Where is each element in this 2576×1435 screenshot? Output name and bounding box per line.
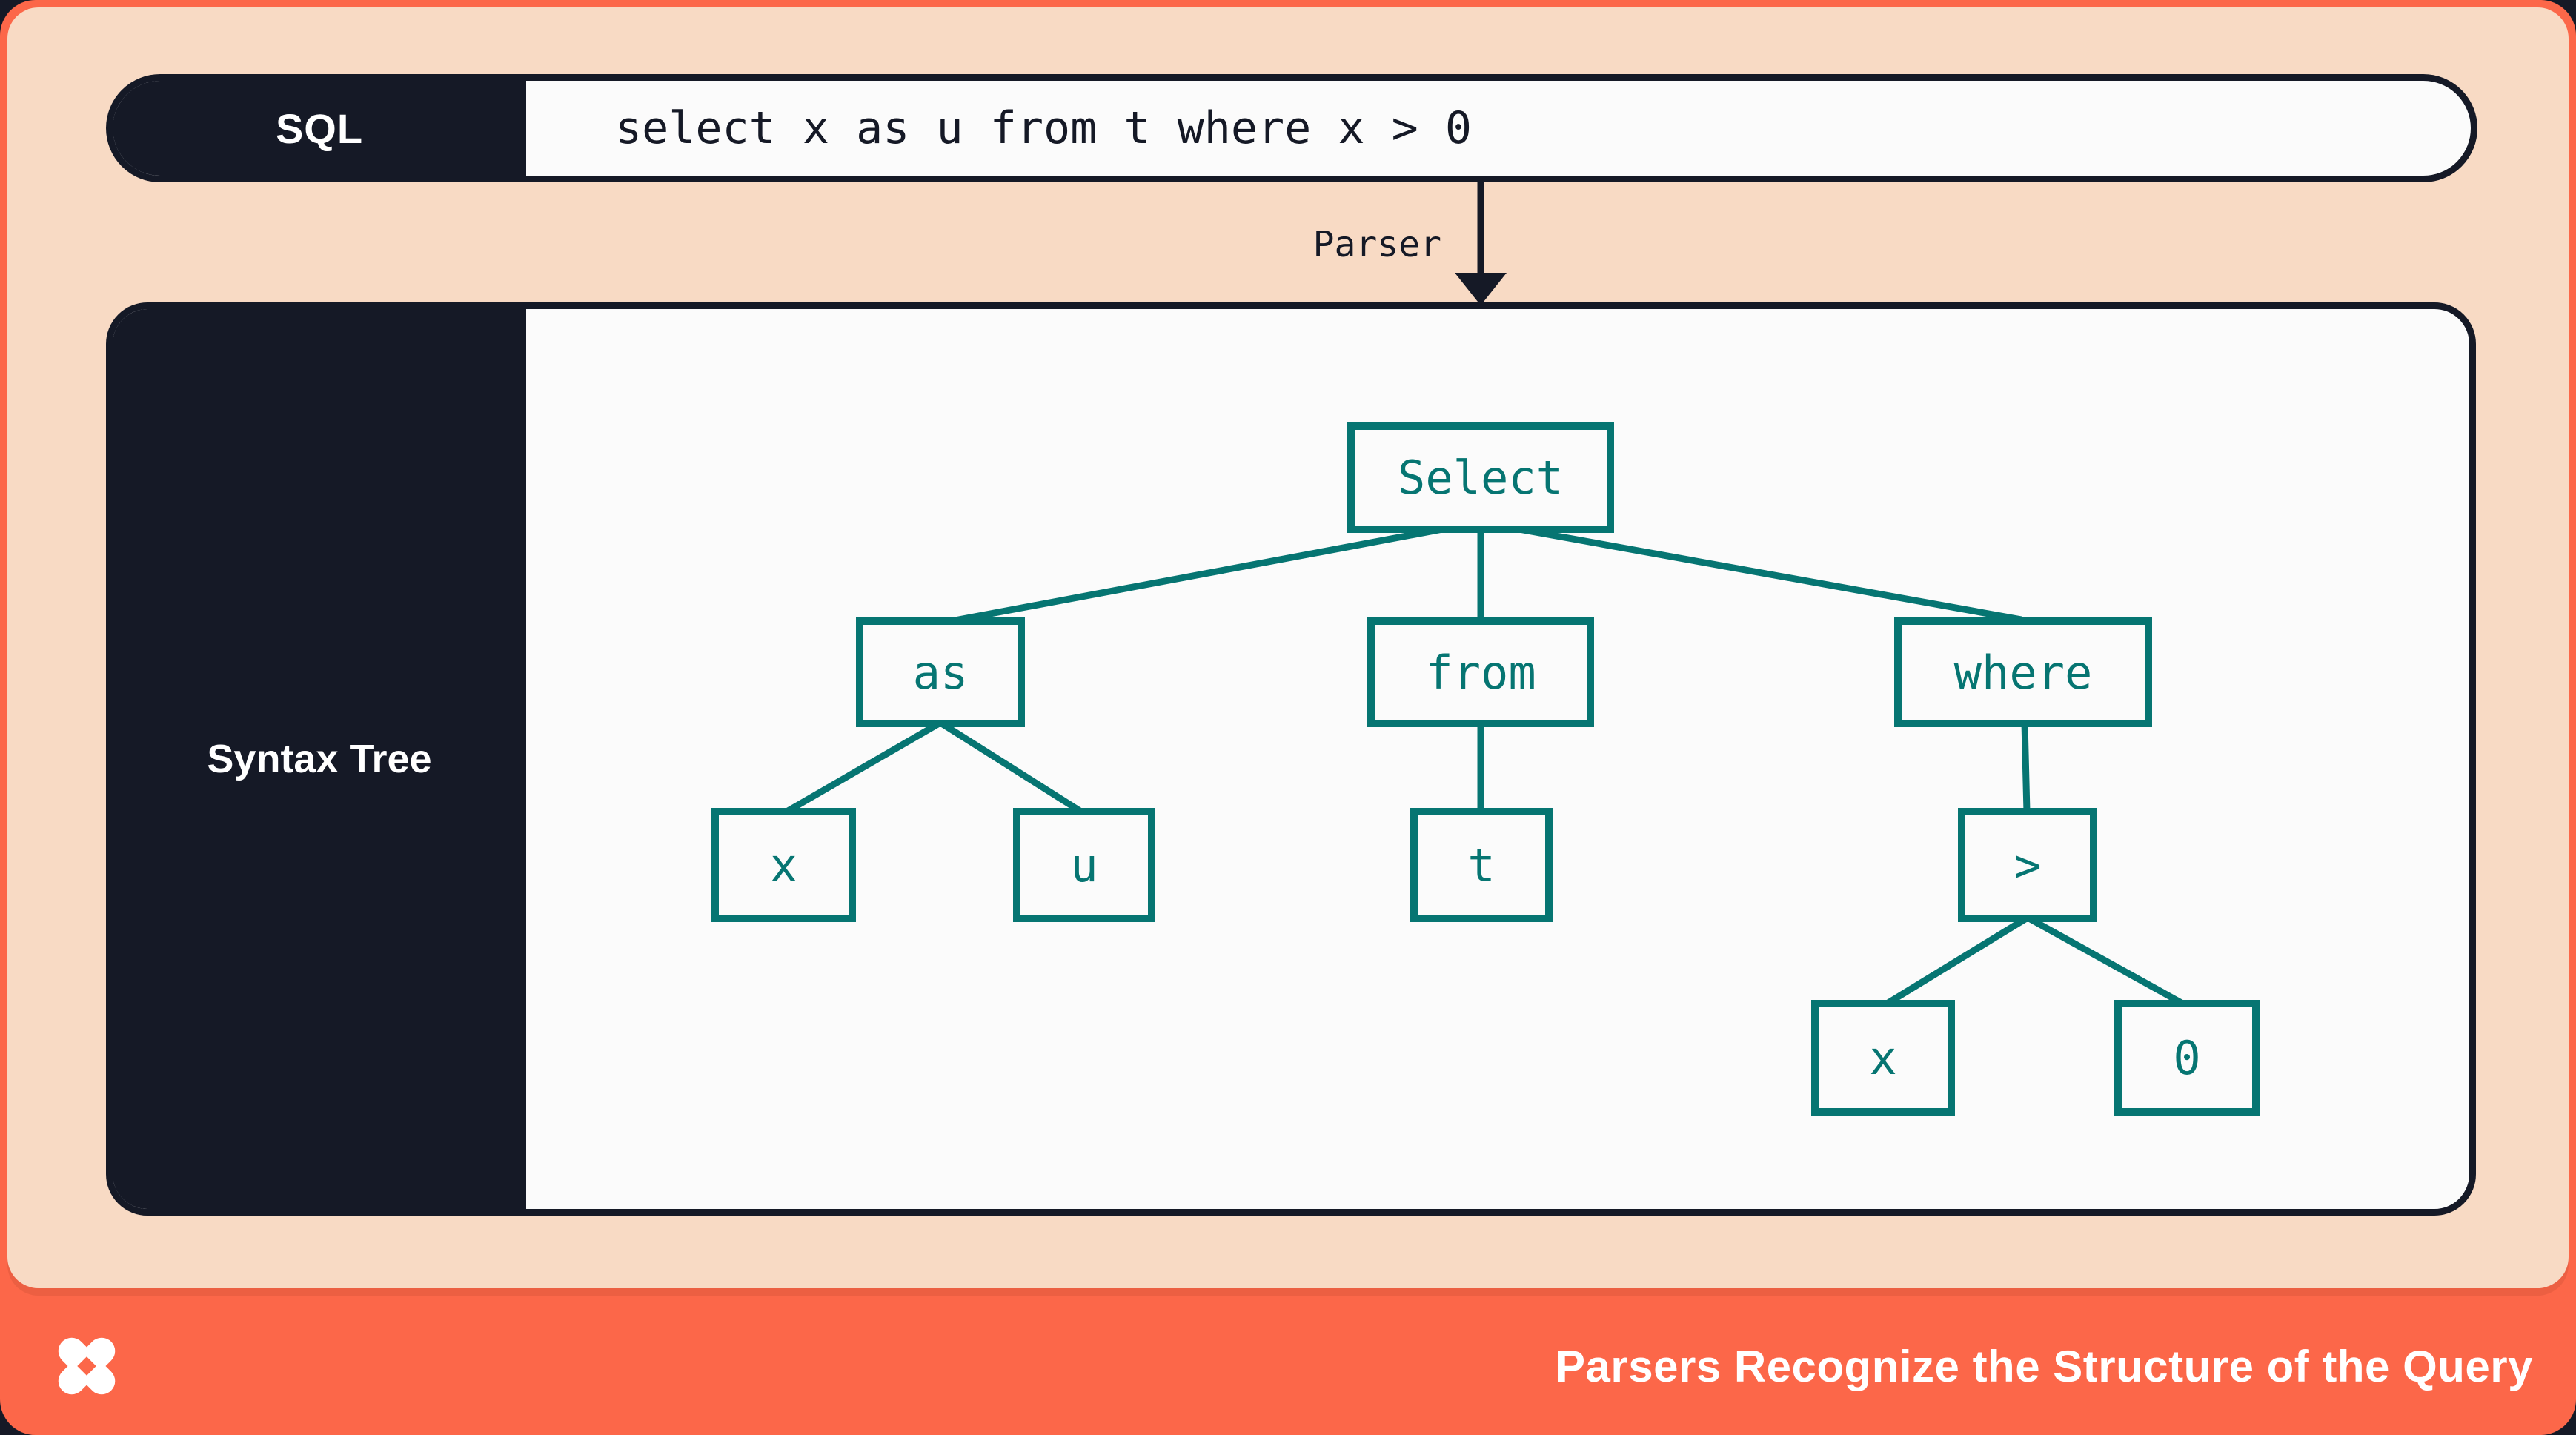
node-from: from <box>1367 617 1594 727</box>
sql-query-text: select x as u from t where x > 0 <box>615 102 1472 154</box>
parser-label: Parser <box>1312 224 1441 265</box>
footer-title: Parsers Recognize the Structure of the Q… <box>1555 1341 2533 1391</box>
node-select: Select <box>1347 422 1614 533</box>
syntax-tree-panel: Syntax Tree <box>106 302 2476 1216</box>
dolt-x-logo-icon <box>58 1337 116 1395</box>
node-as: as <box>856 617 1025 727</box>
node-gt: > <box>1958 808 2097 922</box>
node-x2: x <box>1811 1000 1955 1116</box>
sql-badge: SQL <box>113 81 526 176</box>
sql-bar: SQL select x as u from t where x > 0 <box>106 74 2477 182</box>
sql-badge-label: SQL <box>275 105 364 152</box>
node-x: x <box>711 808 856 922</box>
node-t: t <box>1410 808 1553 922</box>
syntax-tree-label: Syntax Tree <box>207 737 432 781</box>
node-where: where <box>1894 617 2152 727</box>
node-u: u <box>1013 808 1155 922</box>
syntax-tree-sidebar: Syntax Tree <box>113 309 526 1209</box>
footer-bar: Parsers Recognize the Structure of the Q… <box>0 1288 2576 1435</box>
node-zero: 0 <box>2114 1000 2260 1116</box>
